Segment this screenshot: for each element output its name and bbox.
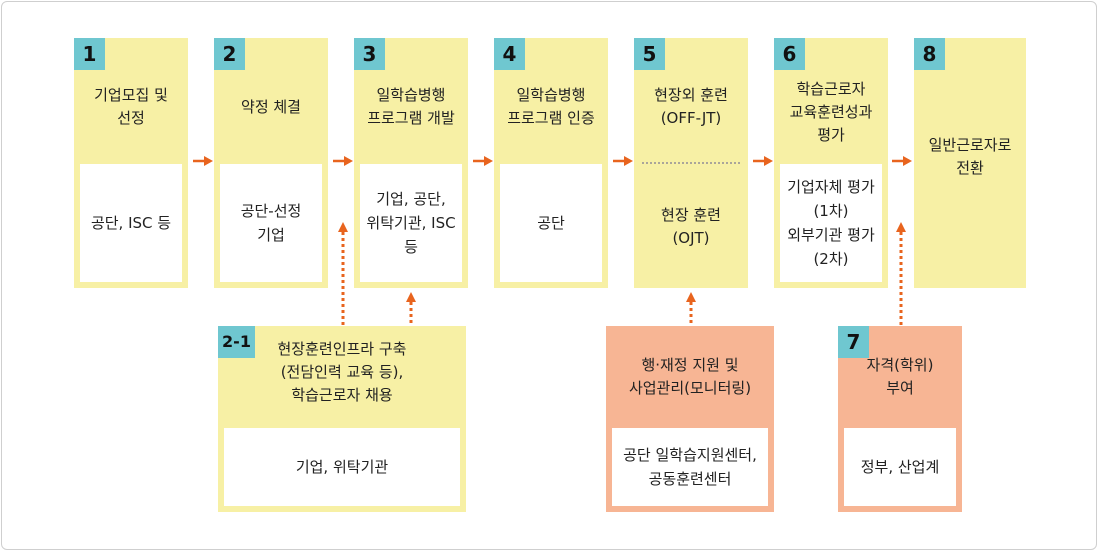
step-3-agent: 기업, 공단, 위탁기관, ISC 등 — [360, 164, 462, 282]
arrow-4-to-5 — [613, 156, 633, 166]
step-7-card: 7 자격(학위) 부여 정부, 산업계 — [838, 326, 962, 512]
step-7-number: 7 — [838, 326, 869, 358]
step-4-title: 일학습병행 프로그램 인증 — [507, 86, 595, 127]
step-1-number: 1 — [74, 38, 105, 70]
step-1-card: 1 기업모집 및 선정 공단, ISC 등 — [74, 38, 188, 288]
step-5-divider — [642, 162, 740, 164]
arrow-2-1-to-2 — [338, 222, 348, 326]
step-8-card: 8 일반근로자로 전환 — [914, 38, 1026, 288]
support-title: 행·재정 지원 및 사업관리(모니터링) — [628, 356, 752, 397]
step-7-title: 자격(학위) 부여 — [866, 356, 934, 397]
support-agent: 공단 일학습지원센터, 공동훈련센터 — [612, 428, 768, 506]
step-6-number: 6 — [774, 38, 805, 70]
step-1-agent: 공단, ISC 등 — [80, 164, 182, 282]
arrow-5-to-6 — [753, 156, 773, 166]
step-8-title: 일반근로자로 전환 — [928, 136, 1012, 177]
step-4-agent: 공단 — [500, 164, 602, 282]
step-5-ojt-title: 현장 훈련 (OJT) — [661, 206, 721, 247]
arrow-3-to-4 — [473, 156, 493, 166]
step-2-agent: 공단-선정 기업 — [220, 164, 322, 282]
step-2-1-number: 2-1 — [218, 326, 255, 358]
step-2-title: 약정 체결 — [241, 98, 301, 116]
step-2-1-agent: 기업, 위탁기관 — [224, 428, 460, 506]
step-1-title: 기업모집 및 선정 — [94, 86, 168, 127]
step-8-number: 8 — [914, 38, 945, 70]
step-7-agent: 정부, 산업계 — [844, 428, 956, 506]
step-5-number: 5 — [634, 38, 665, 70]
step-2-1-title: 현장훈련인프라 구축 (전담인력 교육 등), 학습근로자 채용 — [277, 340, 407, 404]
arrow-6-to-8 — [892, 156, 912, 166]
step-4-number: 4 — [494, 38, 525, 70]
step-5-card: 5 현장외 훈련 (OFF-JT) 현장 훈련 (OJT) — [634, 38, 748, 288]
step-4-card: 4 일학습병행 프로그램 인증 공단 — [494, 38, 608, 288]
step-2-card: 2 약정 체결 공단-선정 기업 — [214, 38, 328, 288]
arrow-1-to-2 — [193, 156, 213, 166]
support-card: 행·재정 지원 및 사업관리(모니터링) 공단 일학습지원센터, 공동훈련센터 — [606, 326, 774, 512]
step-6-card: 6 학습근로자 교육훈련성과 평가 기업자체 평가 (1차) 외부기관 평가 (… — [774, 38, 888, 288]
arrow-7-to-8 — [896, 222, 906, 326]
step-3-title: 일학습병행 프로그램 개발 — [367, 86, 455, 127]
arrow-2-1-to-3 — [406, 292, 416, 326]
step-2-1-card: 2-1 현장훈련인프라 구축 (전담인력 교육 등), 학습근로자 채용 기업,… — [218, 326, 466, 512]
step-3-card: 3 일학습병행 프로그램 개발 기업, 공단, 위탁기관, ISC 등 — [354, 38, 468, 288]
arrow-2-to-3 — [333, 156, 353, 166]
step-6-agent: 기업자체 평가 (1차) 외부기관 평가 (2차) — [780, 164, 882, 282]
step-3-number: 3 — [354, 38, 385, 70]
arrow-support-to-5 — [686, 292, 696, 326]
step-2-number: 2 — [214, 38, 245, 70]
step-6-title: 학습근로자 교육훈련성과 평가 — [789, 80, 873, 144]
step-5-off-jt-title: 현장외 훈련 (OFF-JT) — [654, 86, 728, 127]
